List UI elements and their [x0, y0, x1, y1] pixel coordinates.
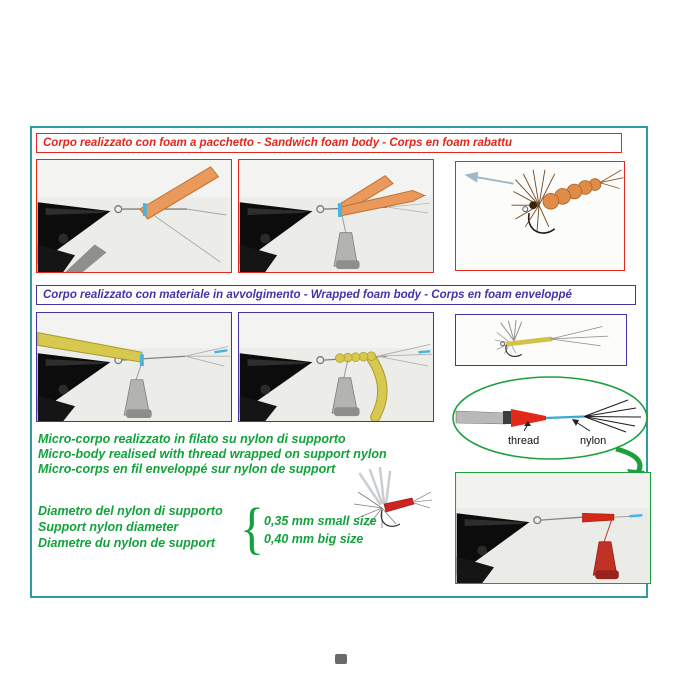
thread-line [147, 210, 221, 263]
wrapped-step2-illustration [239, 313, 433, 421]
diameter-line-fr: Diametre du nylon de support [38, 536, 216, 550]
fiber-lines [583, 399, 642, 433]
bobbin-thread [603, 518, 613, 542]
micro-line-en: Micro-body realised with thread wrapped … [38, 447, 387, 461]
page-footer-mark [334, 652, 348, 664]
vise-icon [239, 353, 313, 421]
brace: { [240, 495, 264, 561]
thread-wrap [511, 409, 546, 427]
photo-micro-body [455, 472, 651, 584]
photo-wrapped-step1 [36, 312, 232, 422]
hook-bend [380, 509, 401, 527]
nylon-tip [214, 349, 228, 354]
photo-sandwich-step2 [238, 159, 434, 273]
nylon-strands [184, 345, 231, 367]
photo-wrapped-fly [455, 314, 627, 366]
nylon-line [545, 415, 585, 420]
direction-arrow-icon [474, 175, 514, 185]
micro-body-illustration [456, 473, 650, 583]
hanging-foam-strip [367, 353, 387, 421]
sandwich-fly-illustration [456, 162, 624, 270]
thread-label: thread [508, 435, 539, 447]
content-frame [30, 126, 648, 598]
nylon-thread-diagram: thread nylon [448, 374, 652, 462]
bobbin-thread [343, 360, 349, 378]
segmented-foam-body [542, 178, 602, 210]
vise-icon [239, 202, 313, 272]
bobbin-thread [341, 214, 347, 233]
nylon-tip [629, 514, 643, 518]
photo-sandwich-fly [455, 161, 625, 271]
hook-bend [505, 344, 523, 358]
sandwich-section-title: Corpo realizzato con foam a pacchetto - … [43, 137, 513, 149]
bobbin-spool [126, 409, 152, 419]
nylon-sizes: 0,35 mm small size 0,40 mm big size [264, 512, 377, 548]
tail-fibers [550, 326, 609, 347]
size-small: 0,35 mm small size [264, 514, 377, 528]
wing-fibers [358, 466, 392, 506]
photo-wrapped-step2 [238, 312, 434, 422]
nylon-pointer [575, 421, 591, 432]
bobbin-thread [135, 359, 144, 380]
bobbin-spool [336, 260, 360, 270]
sandwich-step2-illustration [239, 160, 433, 272]
nylon-strands [377, 343, 433, 367]
micro-fly-illustration [338, 462, 433, 542]
hook-shank [540, 516, 583, 521]
wrapped-foam-body [335, 351, 377, 363]
hook-eye [522, 206, 529, 213]
micro-line-fr: Micro-corps en fil enveloppé sur nylon d… [38, 462, 336, 476]
bobbin-spool [334, 407, 360, 417]
vise-icon [456, 513, 530, 583]
fly-head [529, 201, 538, 210]
sandwich-section-title-box: Corpo realizzato con foam a pacchetto - … [36, 133, 622, 153]
photo-sandwich-step1 [36, 159, 232, 273]
support-rod [455, 410, 507, 425]
red-body [383, 497, 415, 513]
tail-fibers [599, 169, 624, 189]
wrapped-section-title-box: Corpo realizzato con materiale in avvolg… [36, 285, 636, 305]
diameter-line-en: Support nylon diameter [38, 520, 179, 534]
vise-icon [37, 353, 111, 421]
rod-collar [503, 411, 511, 424]
wrapped-section-title: Corpo realizzato con materiale in avvolg… [43, 289, 572, 301]
wrapped-step1-illustration [37, 313, 231, 421]
nylon-tip [418, 350, 431, 354]
bobbin-spool [595, 570, 619, 580]
vise-icon [37, 202, 111, 272]
micro-body-text: Micro-corpo realizzato in filato su nylo… [38, 432, 387, 477]
wing-fibers [500, 319, 523, 342]
hook-eye [500, 341, 505, 347]
diameter-line-it: Diametro del nylon di supporto [38, 504, 223, 518]
diameter-text: Diametro del nylon di supporto Support n… [38, 503, 223, 551]
tail-fibers [413, 491, 433, 509]
nylon-thread-diagram-svg: thread nylon [452, 376, 648, 460]
sandwich-step1-illustration [37, 160, 231, 272]
size-big: 0,40 mm big size [264, 532, 364, 546]
hackle-fibers [353, 491, 397, 528]
micro-line-it: Micro-corpo realizzato in filato su nylo… [38, 432, 346, 446]
nylon-label: nylon [580, 435, 606, 447]
thread-body [582, 512, 615, 523]
hook-bend [527, 212, 556, 234]
wrapped-fly-illustration [458, 315, 624, 365]
foam-body [505, 336, 554, 347]
